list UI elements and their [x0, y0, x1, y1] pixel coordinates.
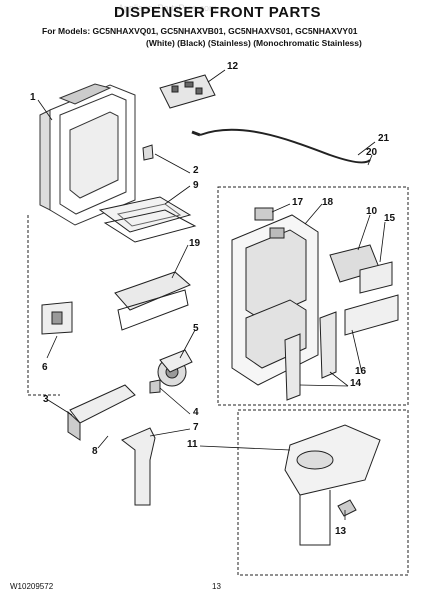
callout-15: 15 [384, 213, 396, 224]
callout-4: 4 [193, 407, 199, 418]
plug-part [149, 379, 161, 394]
paddle-left-part [284, 333, 301, 401]
control-panel-part [344, 294, 399, 336]
callout-20: 20 [366, 147, 378, 158]
paddle-right-part [319, 311, 337, 379]
callout-8: 8 [92, 446, 98, 457]
callout-7: 7 [193, 422, 199, 433]
membrane-part [359, 261, 393, 294]
drip-grille-part [114, 271, 191, 331]
ice-chute-group-box [237, 409, 409, 576]
drip-tray-part [98, 196, 197, 243]
callout-2: 2 [193, 165, 199, 176]
chute-door-part [337, 499, 357, 517]
model-list: For Models: GC5NHAXVQ01, GC5NHAXVB01, GC… [42, 26, 358, 36]
callout-13: 13 [335, 526, 347, 537]
color-variants: (White) (Black) (Stainless) (Monochromat… [146, 38, 362, 48]
callout-17: 17 [292, 197, 304, 208]
page-number: 13 [212, 582, 221, 591]
callout-19: 19 [189, 238, 201, 249]
document-number: W10209572 [10, 582, 54, 591]
sensor-part [254, 207, 274, 221]
dispenser-front-group-box [217, 186, 409, 406]
callout-11: 11 [187, 439, 198, 450]
actuator-part [157, 349, 193, 387]
callout-9: 9 [193, 180, 199, 191]
ice-chute-part [284, 424, 381, 546]
callout-21: 21 [378, 133, 390, 144]
watermark: AppliancePartsPros.com [118, 3, 217, 13]
housing-part [39, 83, 136, 226]
callout-5: 5 [193, 323, 199, 334]
callout-1: 1 [30, 92, 36, 103]
diagram-title: DISPENSER FRONT PARTS [114, 4, 321, 21]
left-dashed-bracket [27, 215, 60, 396]
bracket-part [142, 144, 154, 161]
dispenser-front-part [231, 214, 319, 386]
paddle-arm-part [121, 427, 156, 506]
callout-10: 10 [366, 206, 378, 217]
callout-16: 16 [355, 366, 367, 377]
callout-6: 6 [42, 362, 48, 373]
callout-18: 18 [322, 197, 334, 208]
control-board-part [159, 74, 216, 109]
callout-12: 12 [227, 61, 239, 72]
callout-14: 14 [350, 378, 362, 389]
lever-part [67, 384, 136, 441]
wire-harness-part [199, 128, 371, 164]
callout-3: 3 [43, 394, 49, 405]
